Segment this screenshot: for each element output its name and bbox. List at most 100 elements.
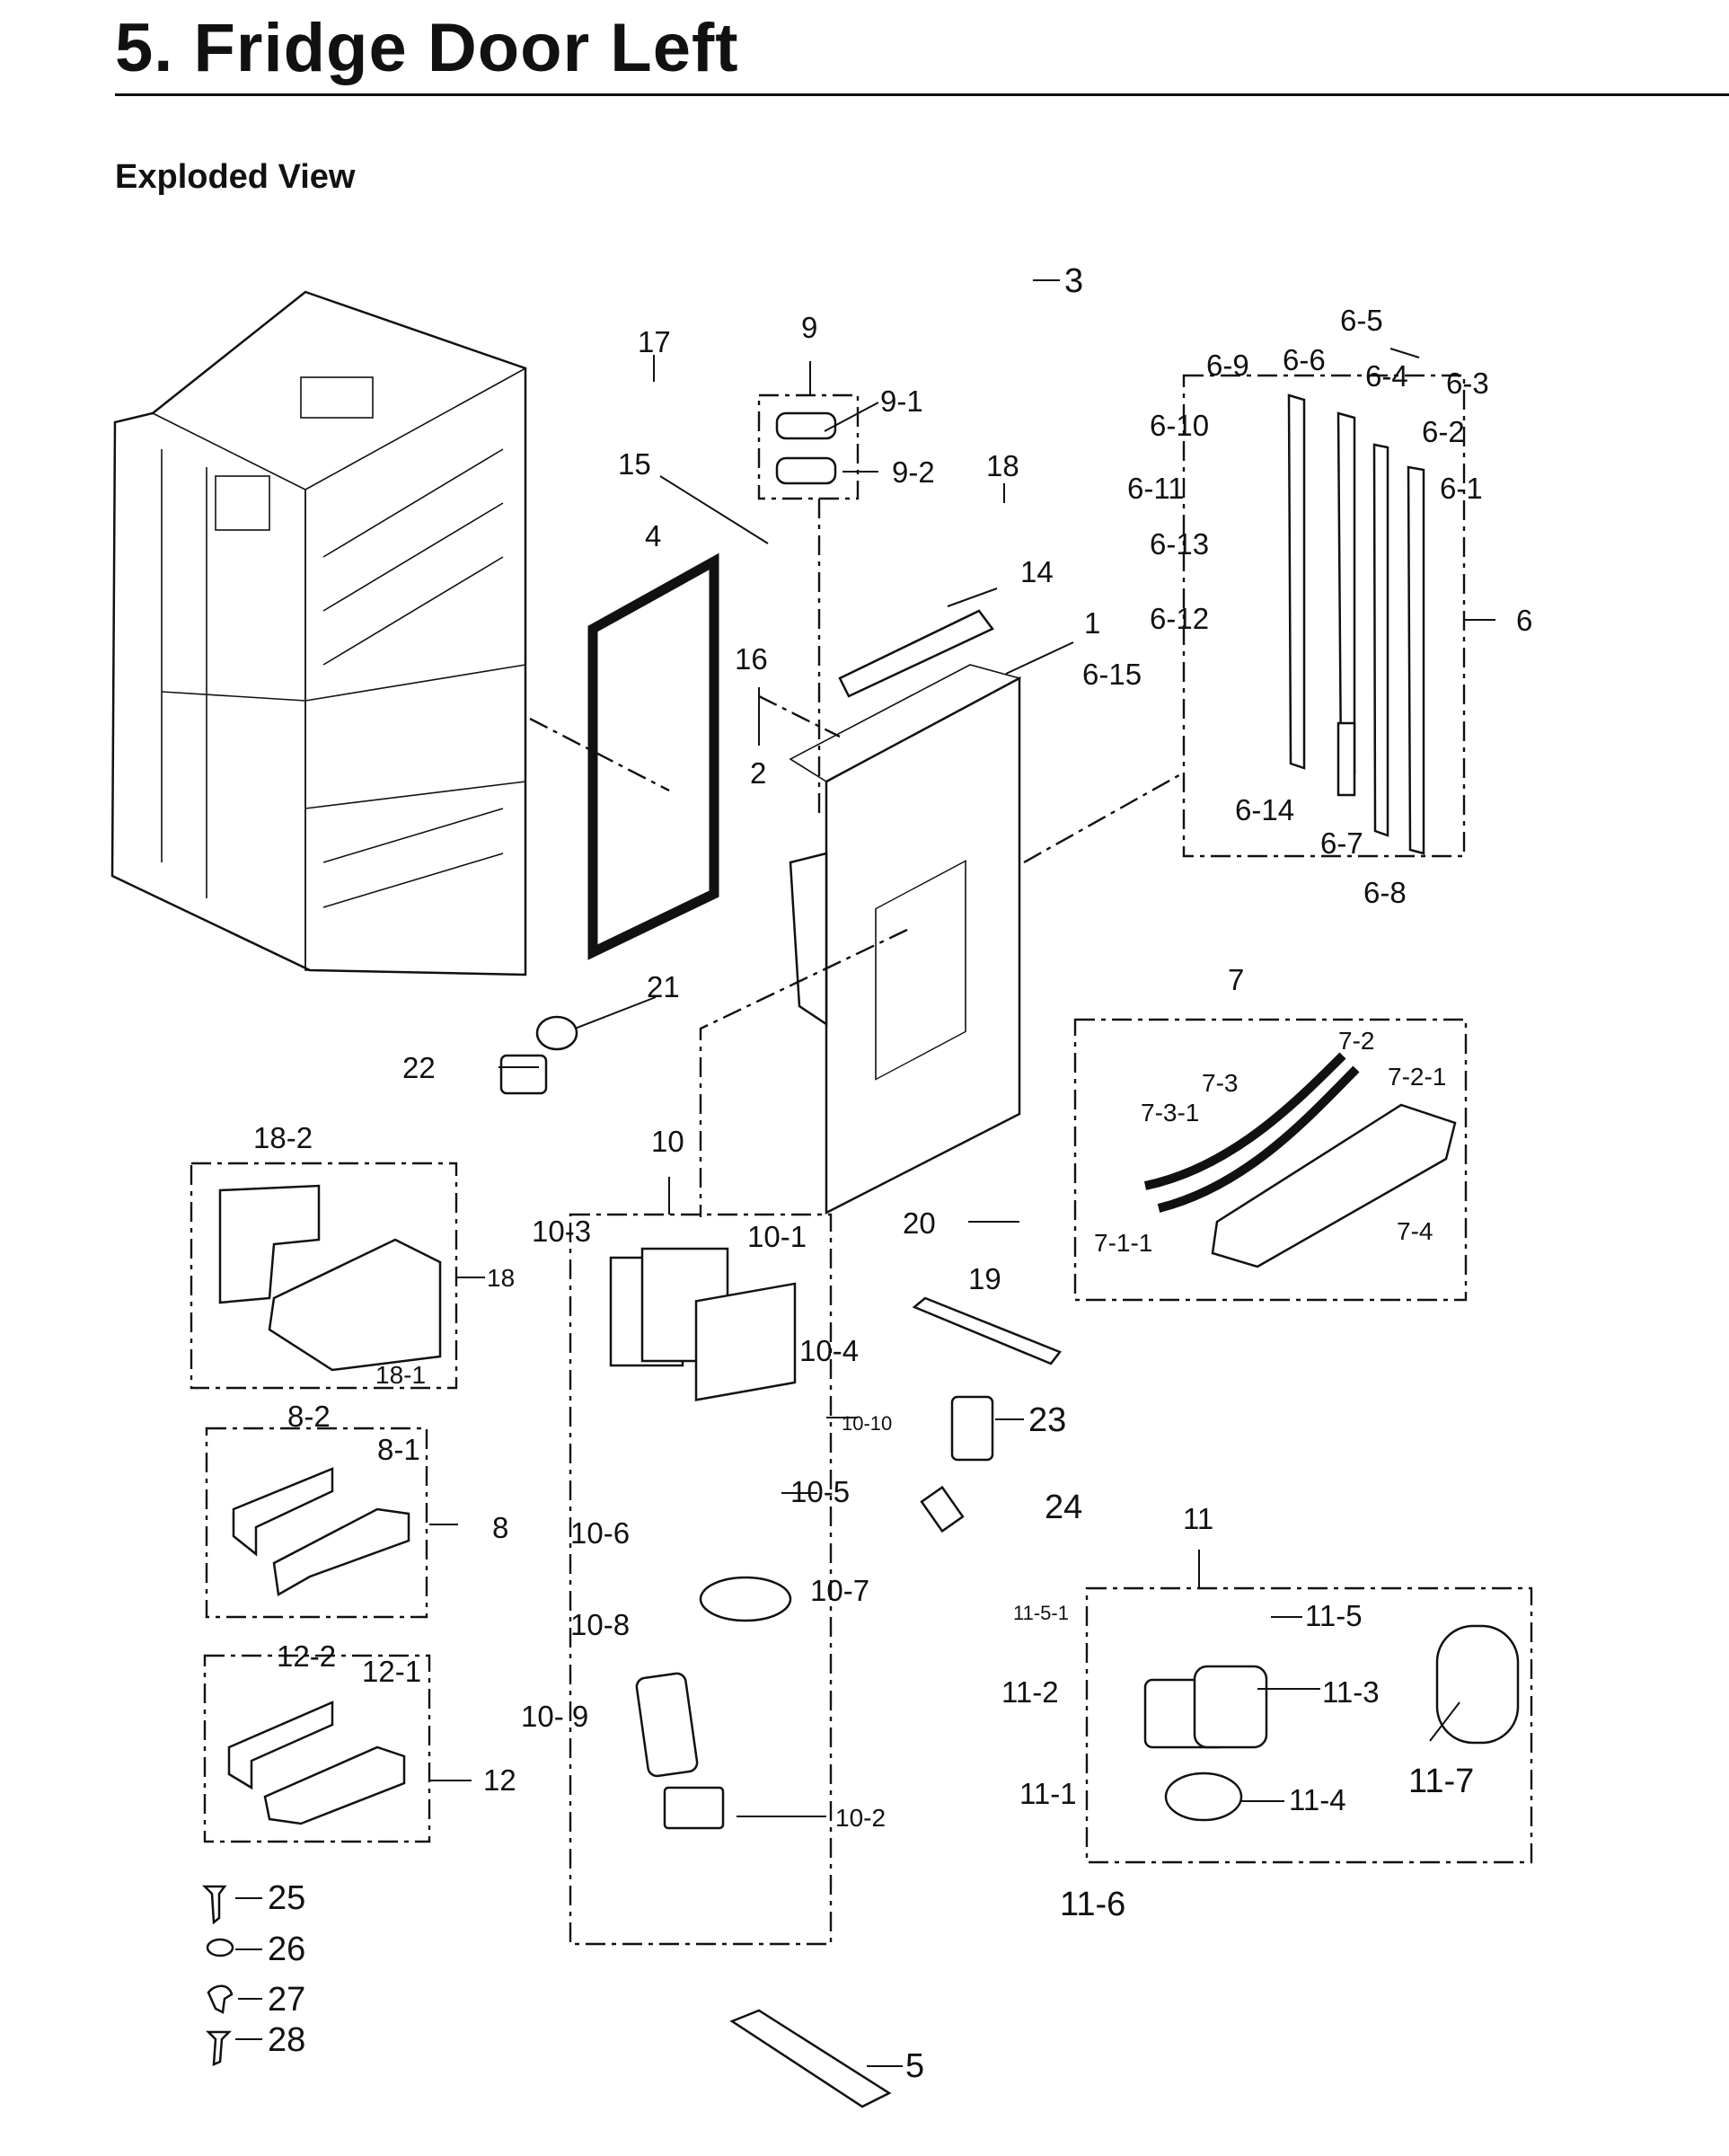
label-11-3: 11-3 (1322, 1675, 1380, 1709)
label-21: 21 (647, 970, 680, 1003)
label-7-2-1: 7-2-1 (1388, 1063, 1446, 1091)
door-top-trim-drawing (838, 609, 994, 698)
label-25: 25 (268, 1879, 305, 1917)
part-22-drawing (499, 1054, 548, 1095)
part-23-drawing (950, 1395, 994, 1462)
label-5: 5 (905, 2047, 924, 2085)
part-21-drawing (535, 1015, 578, 1051)
part-11-group-drawing (1085, 1586, 1533, 1864)
bin-18-drawing (190, 1162, 458, 1390)
label-2: 2 (750, 756, 766, 790)
label-17: 17 (638, 325, 671, 358)
label-8-1: 8-1 (377, 1433, 420, 1466)
label-11-5-1: 11-5-1 (1013, 1602, 1069, 1624)
bin-8-drawing (205, 1427, 428, 1619)
label-6-10: 6-10 (1150, 409, 1209, 442)
part-10-group-drawing (569, 1213, 833, 1946)
bin-12-drawing (203, 1654, 431, 1843)
label-6-11: 6-11 (1127, 472, 1185, 505)
label-10-10: 10-10 (842, 1412, 892, 1435)
label-4: 4 (645, 519, 661, 552)
title-rule (115, 93, 1729, 96)
label-10-7: 10-7 (810, 1574, 869, 1607)
part-labels: 3 17 9 9-1 9-2 15 18 4 14 16 1 2 6-5 6-9… (253, 262, 1532, 2085)
leader-lines (429, 279, 1495, 2067)
label-7-1-1: 7-1-1 (1094, 1229, 1152, 1257)
label-7-3: 7-3 (1202, 1069, 1238, 1097)
label-6-8: 6-8 (1363, 876, 1407, 909)
label-7-4: 7-4 (1397, 1217, 1433, 1245)
label-24: 24 (1045, 1489, 1082, 1526)
label-7-2: 7-2 (1338, 1027, 1374, 1055)
label-27: 27 (268, 1981, 305, 2019)
label-9-1: 9-1 (880, 384, 923, 418)
label-10-9: 10- 9 (521, 1700, 588, 1733)
assembly-lines (529, 499, 1185, 1217)
page-title: 5. Fridge Door Left (115, 10, 739, 86)
label-15: 15 (618, 447, 651, 481)
part-7-group-drawing (1073, 1018, 1468, 1302)
label-14: 14 (1020, 555, 1054, 588)
label-26: 26 (268, 1931, 305, 1968)
label-10-1: 10-1 (747, 1220, 807, 1253)
label-3: 3 (1064, 262, 1083, 300)
screw-parts-drawing (201, 1885, 262, 2066)
label-6-1: 6-1 (1440, 472, 1483, 505)
label-10-8: 10-8 (570, 1608, 630, 1641)
label-6-4: 6-4 (1365, 359, 1408, 393)
label-9-2: 9-2 (892, 455, 935, 489)
label-12: 12 (483, 1763, 516, 1797)
bottom-cover-drawing (729, 2009, 892, 2108)
label-1: 1 (1084, 606, 1100, 640)
part-6-group-drawing (1182, 374, 1466, 858)
label-18-2: 18-2 (253, 1121, 313, 1154)
label-6-2: 6-2 (1422, 415, 1465, 448)
section-heading: Exploded View (115, 158, 356, 196)
label-10-4: 10-4 (799, 1334, 859, 1367)
label-18-top: 18 (986, 449, 1019, 482)
label-22: 22 (402, 1051, 436, 1084)
label-11-5: 11-5 (1305, 1599, 1363, 1632)
label-11-1: 11-1 (1019, 1777, 1077, 1810)
door-gasket-drawing (587, 552, 719, 960)
label-11-7: 11-7 (1408, 1763, 1474, 1800)
label-6-13: 6-13 (1150, 527, 1209, 561)
label-10-5: 10-5 (790, 1475, 850, 1508)
label-20: 20 (903, 1206, 936, 1240)
part-19-drawing (912, 1296, 1062, 1365)
label-8-2: 8-2 (287, 1400, 331, 1433)
label-6-14: 6-14 (1235, 793, 1294, 826)
label-11-2: 11-2 (1001, 1675, 1059, 1709)
part-24-drawing (920, 1485, 965, 1533)
label-11-6: 11-6 (1060, 1886, 1125, 1923)
label-19: 19 (968, 1262, 1001, 1295)
label-11: 11 (1183, 1502, 1213, 1535)
label-6-12: 6-12 (1150, 602, 1209, 635)
part-9-group-drawing (757, 393, 860, 500)
label-18-1: 18-1 (375, 1361, 426, 1389)
label-6-6: 6-6 (1283, 343, 1326, 376)
label-6-3: 6-3 (1446, 367, 1489, 400)
label-10-6: 10-6 (570, 1516, 630, 1550)
label-7-3-1: 7-3-1 (1141, 1099, 1199, 1127)
label-12-2: 12-2 (277, 1639, 336, 1673)
fridge-door-drawing (789, 664, 1022, 1215)
label-6: 6 (1516, 604, 1532, 637)
label-16: 16 (735, 642, 768, 676)
label-6-15: 6-15 (1082, 658, 1142, 691)
label-9: 9 (801, 311, 817, 344)
label-10: 10 (651, 1125, 684, 1158)
label-23: 23 (1028, 1401, 1066, 1439)
label-12-1: 12-1 (362, 1655, 421, 1688)
label-28: 28 (268, 2021, 305, 2059)
label-18-side: 18 (487, 1264, 515, 1292)
label-6-9: 6-9 (1206, 349, 1249, 382)
label-10-2: 10-2 (835, 1804, 886, 1832)
label-10-3: 10-3 (532, 1215, 591, 1248)
label-11-4: 11-4 (1289, 1783, 1346, 1816)
label-7: 7 (1228, 963, 1244, 996)
label-6-7: 6-7 (1320, 826, 1363, 860)
label-8: 8 (492, 1511, 508, 1544)
fridge-cabinet-drawing (110, 290, 527, 976)
